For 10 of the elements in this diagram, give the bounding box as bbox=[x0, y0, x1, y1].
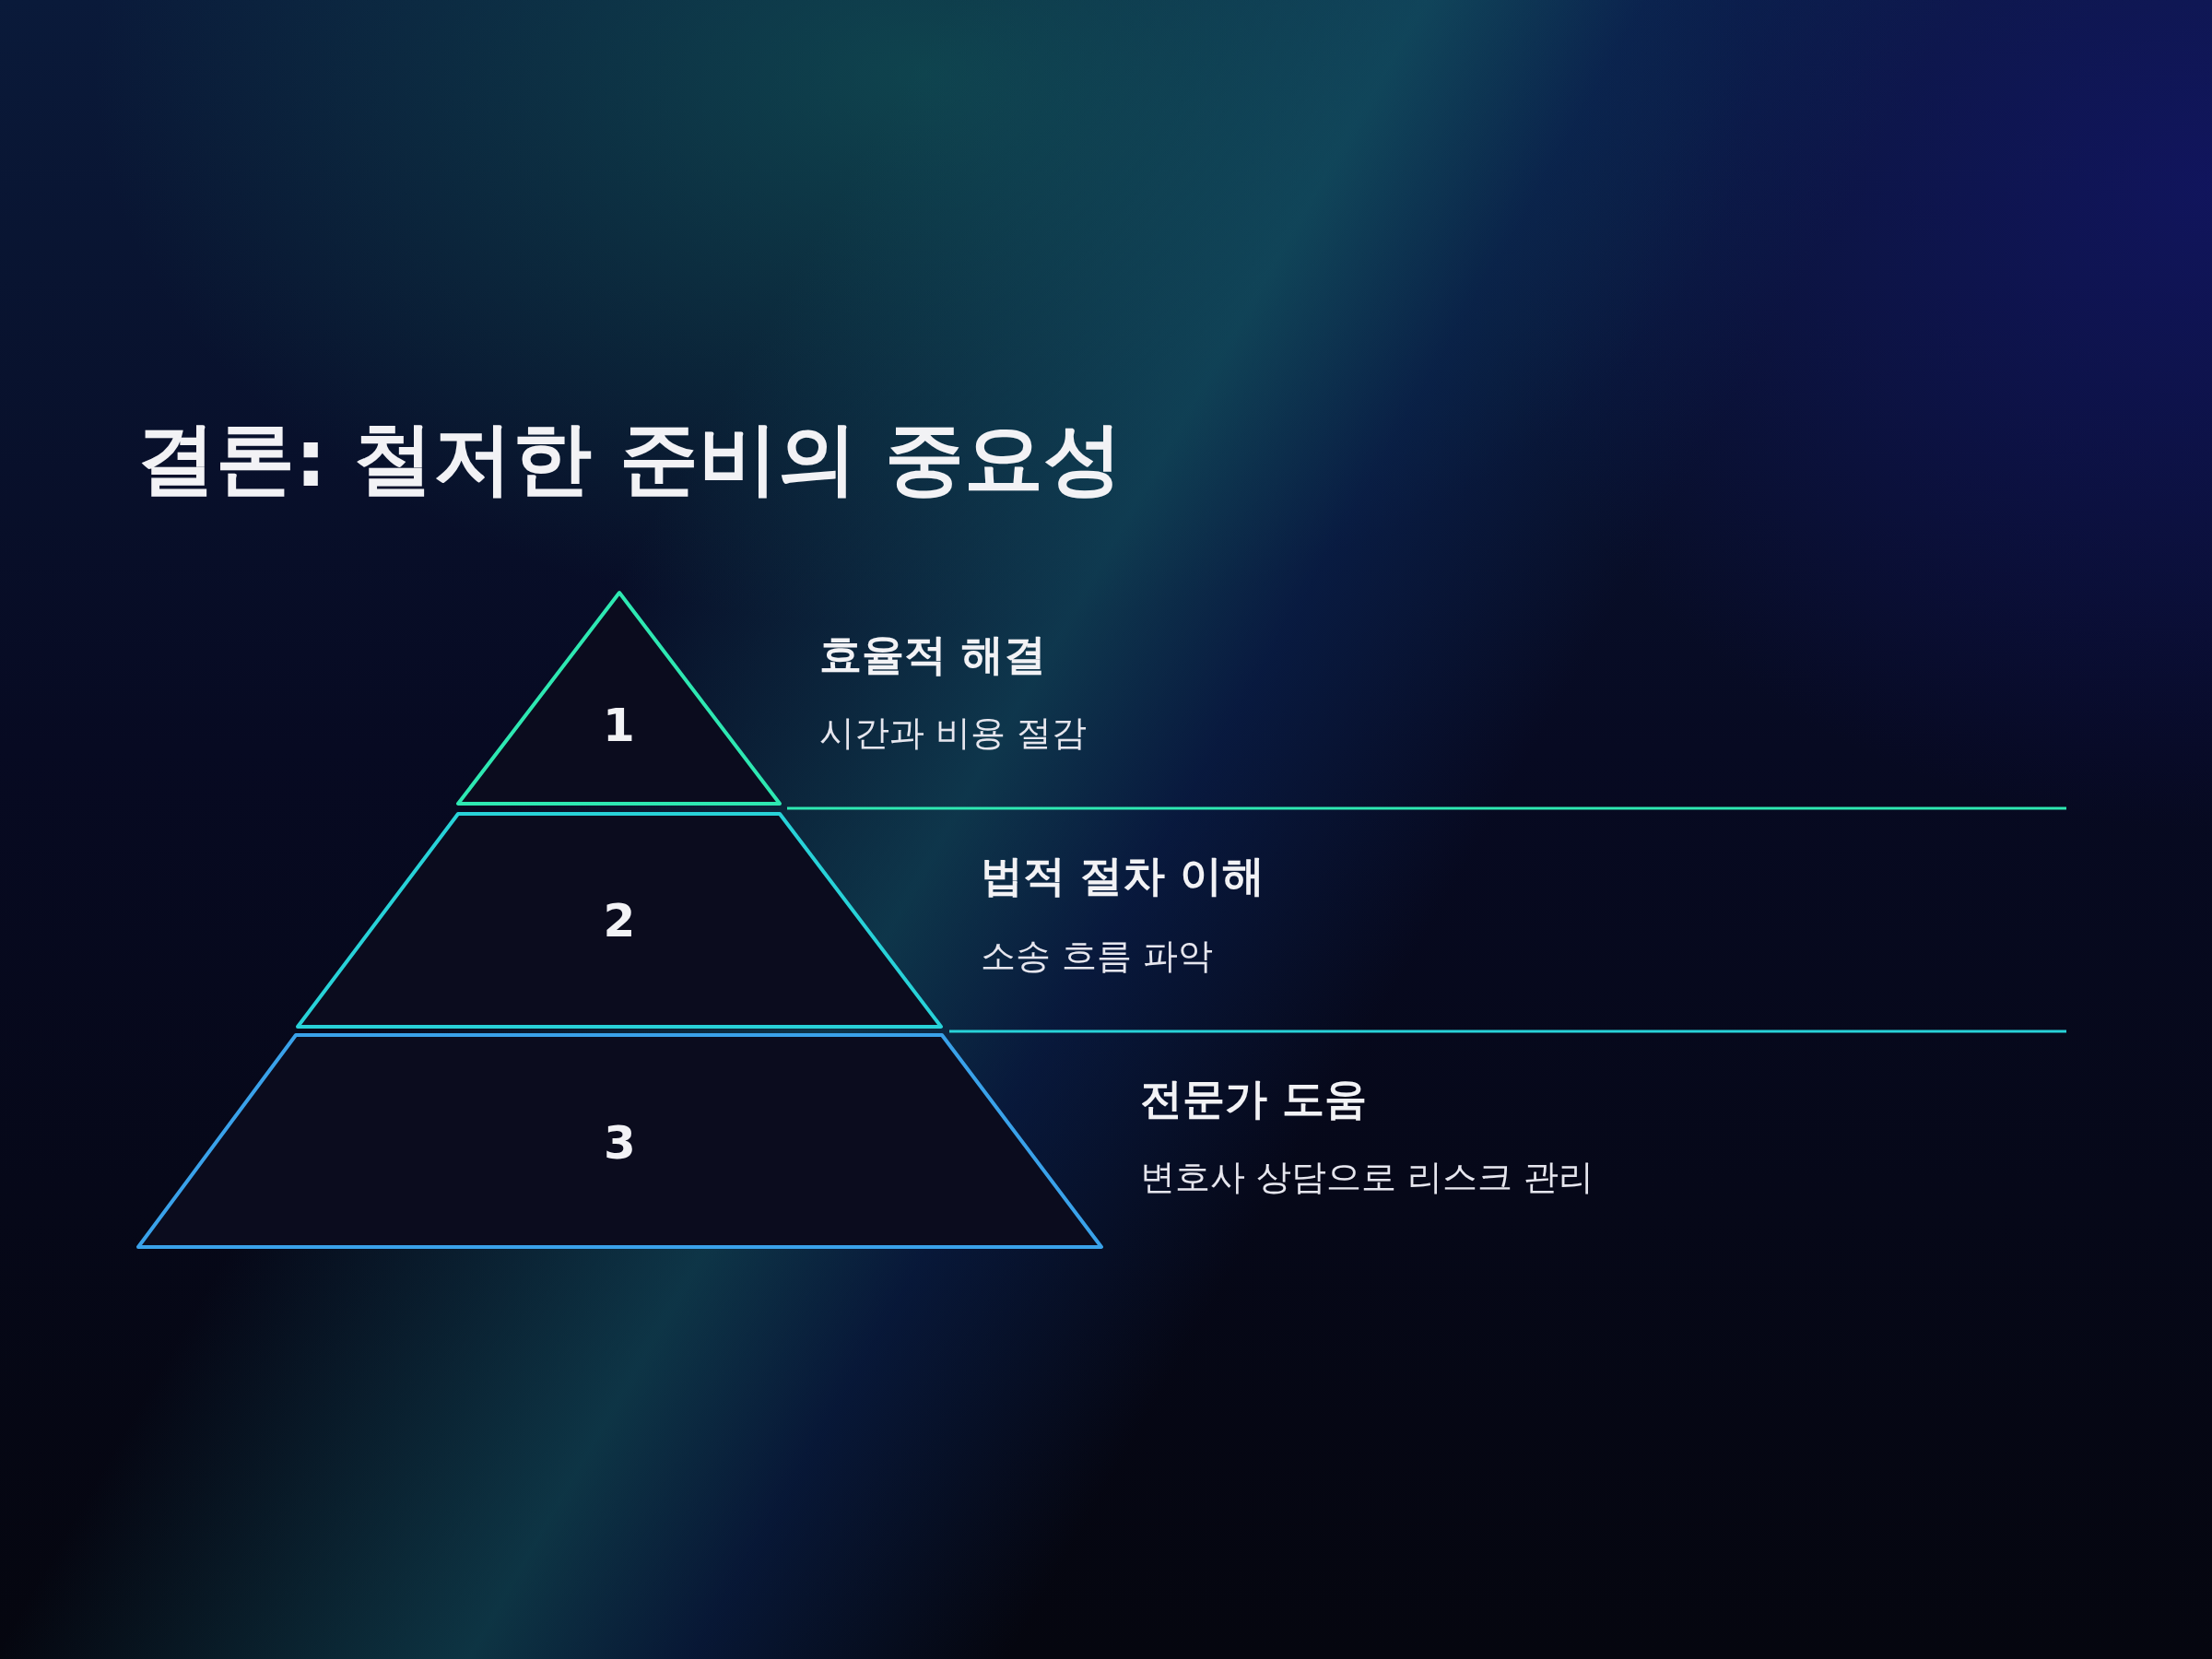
tier-description: 소송 흐름 파악 bbox=[981, 937, 1214, 976]
tier-heading: 효율적 해결 bbox=[819, 631, 1046, 678]
tier-description: 시간과 비용 절감 bbox=[819, 714, 1088, 753]
tier-description: 변호사 상담으로 리스크 관리 bbox=[1140, 1159, 1594, 1197]
tier-number: 2 bbox=[603, 898, 636, 944]
tier-number: 3 bbox=[604, 1120, 636, 1166]
tier-heading: 전문가 도움 bbox=[1140, 1076, 1367, 1123]
tier-heading: 법적 절차 이해 bbox=[981, 853, 1265, 900]
slide-title: 결론: 철저한 준비의 중요성 bbox=[136, 411, 1124, 506]
tier-number: 1 bbox=[603, 702, 635, 748]
